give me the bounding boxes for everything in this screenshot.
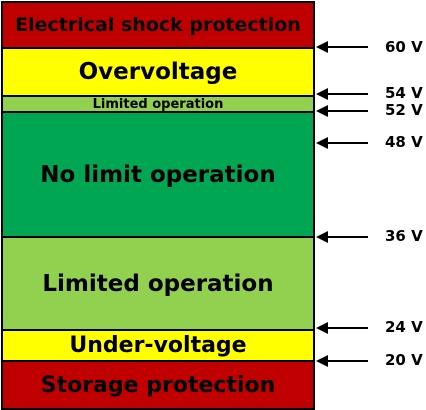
voltage-label-36v: 36 V	[385, 227, 423, 245]
marker-60v	[316, 39, 368, 55]
arrow-left-icon	[316, 322, 368, 334]
marker-48v	[316, 135, 368, 151]
band-no-limit-operation: No limit operation	[1, 111, 315, 238]
voltage-label-20v: 20 V	[385, 351, 423, 369]
voltage-label-52v: 52 V	[385, 101, 423, 119]
arrow-left-icon	[316, 355, 368, 367]
marker-52v	[316, 103, 368, 119]
arrow-left-icon	[316, 231, 368, 243]
marker-24v	[316, 320, 368, 336]
voltage-label-60v: 60 V	[385, 38, 423, 56]
marker-20v	[316, 353, 368, 369]
arrow-left-icon	[316, 105, 368, 117]
marker-54v	[316, 86, 368, 102]
arrow-left-icon	[316, 88, 368, 100]
arrow-left-icon	[316, 41, 368, 53]
voltage-label-54v: 54 V	[385, 84, 423, 102]
band-limited-operation-lower: Limited operation	[1, 236, 315, 331]
arrow-left-icon	[316, 137, 368, 149]
voltage-label-48v: 48 V	[385, 133, 423, 151]
band-electrical-shock-protection: Electrical shock protection	[1, 1, 315, 49]
marker-36v	[316, 229, 368, 245]
band-overvoltage: Overvoltage	[1, 47, 315, 97]
band-under-voltage: Under-voltage	[1, 329, 315, 362]
voltage-label-24v: 24 V	[385, 318, 423, 336]
band-storage-protection: Storage protection	[1, 360, 315, 410]
